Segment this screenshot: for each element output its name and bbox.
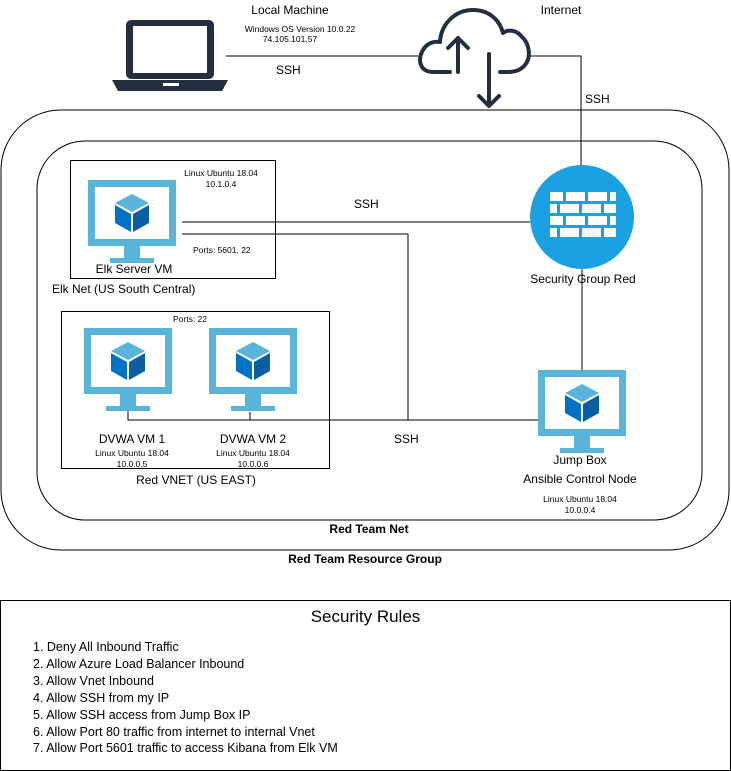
elk-os: Linux Ubuntu 18.04 (184, 168, 258, 178)
azure-virtual-machine-icon (538, 370, 626, 453)
azure-virtual-machine-icon (209, 328, 297, 411)
jump-box-os: Linux Ubuntu 18.04 (543, 494, 617, 504)
security-rule-item: 4. Allow SSH from my IP (33, 690, 170, 705)
dvwa-vm2-name: DVWA VM 2 (219, 432, 287, 446)
ssh-label-local-internet: SSH (276, 63, 301, 77)
security-rule-item: 6. Allow Port 80 traffic from internet t… (33, 724, 315, 739)
local-machine-os: Windows OS Version 10.0.22 (244, 24, 356, 34)
dvwa-vm1-os: Linux Ubuntu 18.04 (95, 448, 169, 458)
laptop-icon (112, 20, 228, 91)
elk-ports: Ports: 5601, 22 (193, 245, 251, 255)
azure-virtual-machine-icon (88, 180, 176, 263)
network-diagram (0, 8, 730, 551)
ssh-label-internet-security: SSH (585, 92, 610, 106)
security-rule-item: 5. Allow SSH access from Jump Box IP (33, 707, 251, 722)
security-rule-item: 7. Allow Port 5601 traffic to access Kib… (33, 741, 338, 756)
security-rules-panel: Security Rules 1. Deny All Inbound Traff… (0, 600, 731, 771)
dvwa-vm1-name: DVWA VM 1 (98, 432, 166, 446)
resource-group-container (0, 109, 730, 551)
dvwa-vm1-ip: 10.0.0.5 (116, 459, 148, 469)
red-vnet-ports: Ports: 22 (172, 314, 208, 324)
link-elk-dvwa (182, 233, 409, 420)
resource-group-label: Red Team Resource Group (288, 552, 442, 566)
jump-box-name: Jump Box (553, 453, 607, 467)
internet-label: Internet (540, 3, 582, 17)
red-vnet-box (61, 311, 330, 469)
security-rule-item: 1. Deny All Inbound Traffic (33, 640, 179, 654)
security-rule-item: 2. Allow Azure Load Balancer Inbound (33, 656, 245, 671)
ssh-label-elk-security: SSH (354, 197, 379, 211)
local-machine-ip: 74.105.101.57 (262, 34, 318, 44)
elk-ip: 10.1.0.4 (205, 179, 237, 189)
security-rules-title: Security Rules (310, 607, 421, 626)
ssh-label-dvwa-jump: SSH (394, 432, 419, 446)
azure-virtual-machine-icon (84, 328, 172, 411)
team-net-label: Red Team Net (329, 522, 409, 536)
local-machine-title: Local Machine (251, 3, 329, 17)
security-group-label: Security Group Red (530, 272, 636, 286)
security-rule-item: 3. Allow Vnet Inbound (33, 673, 154, 688)
elk-vm-name: Elk Server VM (95, 262, 173, 276)
link-internet-security (527, 55, 582, 170)
team-net-container (36, 140, 703, 521)
dvwa-vm2-ip: 10.0.0.6 (237, 459, 269, 469)
firewall-icon (530, 165, 634, 269)
jump-box-role: Ansible Control Node (523, 472, 637, 486)
security-rules-list: 1. Deny All Inbound Traffic 2. Allow Azu… (33, 639, 338, 757)
cloud-upload-download-icon (418, 8, 531, 108)
elk-net-box (70, 160, 276, 279)
dvwa-vm2-os: Linux Ubuntu 18.04 (216, 448, 290, 458)
elk-net-label: Elk Net (US South Central) (52, 282, 196, 296)
red-vnet-label: Red VNET (US EAST) (136, 473, 256, 487)
jump-box-ip: 10.0.0.4 (564, 505, 596, 515)
